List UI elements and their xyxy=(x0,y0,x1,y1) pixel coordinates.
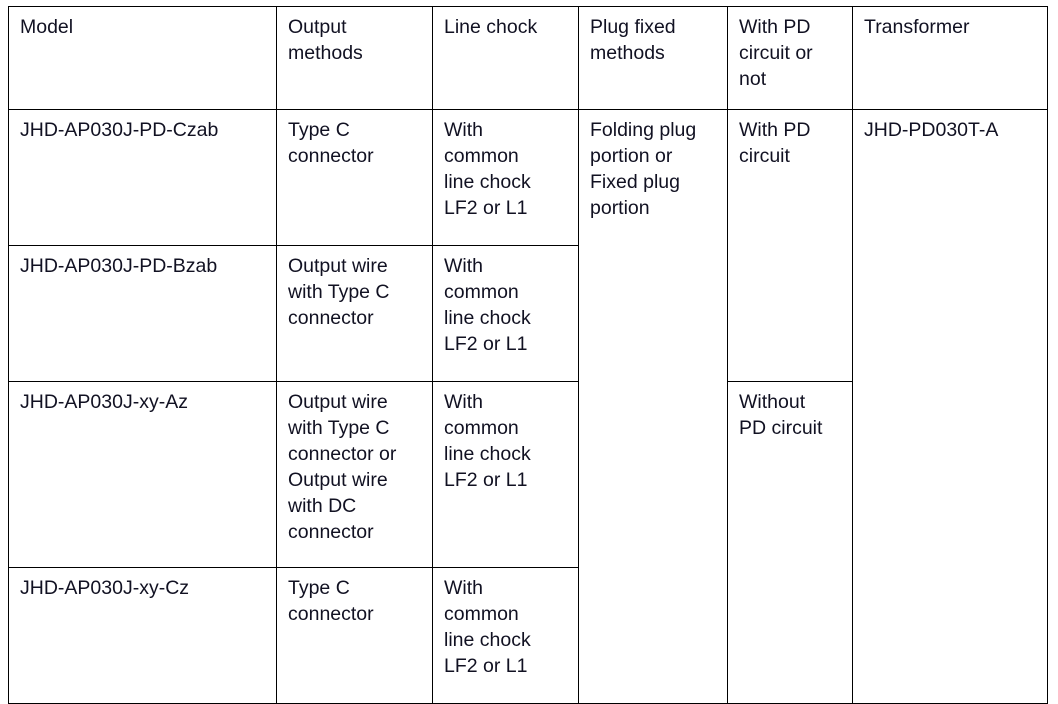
cell-model: JHD-AP030J-PD-Czab xyxy=(8,109,277,246)
header-label-plug-fixed-methods: Plug fixed methods xyxy=(590,16,676,64)
header-label-pd-circuit: With PD circuit or not xyxy=(739,16,813,90)
cell-model: JHD-AP030J-xy-Az xyxy=(8,381,277,568)
page-root: Model Output methods Line chock Plug fix… xyxy=(8,6,1048,704)
output-methods-value: Type C connector xyxy=(288,119,374,167)
cell-plug-fixed-methods: Folding plug portion or Fixed plug porti… xyxy=(578,109,728,704)
cell-transformer: JHD-PD030T-A xyxy=(852,109,1048,704)
line-chock-value: With common line chock LF2 or L1 xyxy=(444,391,531,491)
transformer-value: JHD-PD030T-A xyxy=(864,119,999,141)
header-label-model: Model xyxy=(20,16,74,38)
column-header-plug-fixed-methods: Plug fixed methods xyxy=(578,6,728,110)
pd-circuit-value: With PD circuit xyxy=(739,119,811,167)
model-value: JHD-AP030J-xy-Az xyxy=(20,391,188,413)
table-row: JHD-AP030J-PD-Bzab Output wire with Type… xyxy=(8,245,1048,382)
cell-output-methods: Type C connector xyxy=(276,109,433,246)
table-header-row: Model Output methods Line chock Plug fix… xyxy=(8,6,1048,110)
model-value: JHD-AP030J-xy-Cz xyxy=(20,577,190,599)
cell-pd-circuit-with: With PD circuit xyxy=(727,109,853,382)
table-row: JHD-AP030J-xy-Az Output wire with Type C… xyxy=(8,381,1048,704)
model-value: JHD-AP030J-PD-Czab xyxy=(20,119,219,141)
column-header-output-methods: Output methods xyxy=(276,6,433,110)
output-methods-value: Output wire with Type C connector or Out… xyxy=(288,391,397,543)
header-label-transformer: Transformer xyxy=(864,16,970,38)
column-header-model: Model xyxy=(8,6,277,110)
cell-model: JHD-AP030J-PD-Bzab xyxy=(8,245,277,382)
cell-line-chock: With common line chock LF2 or L1 xyxy=(432,109,579,246)
output-methods-value: Output wire with Type C connector xyxy=(288,255,390,329)
column-header-pd-circuit: With PD circuit or not xyxy=(727,6,853,110)
cell-line-chock: With common line chock LF2 or L1 xyxy=(432,245,579,382)
header-label-line-chock: Line chock xyxy=(444,16,538,38)
line-chock-value: With common line chock LF2 or L1 xyxy=(444,119,531,219)
header-label-output-methods: Output methods xyxy=(288,16,363,64)
model-value: JHD-AP030J-PD-Bzab xyxy=(20,255,218,277)
cell-pd-circuit-without: Without PD circuit xyxy=(727,381,853,704)
line-chock-value: With common line chock LF2 or L1 xyxy=(444,577,531,677)
pd-circuit-value: Without PD circuit xyxy=(739,391,823,439)
cell-line-chock: With common line chock LF2 or L1 xyxy=(432,381,579,568)
cell-line-chock: With common line chock LF2 or L1 xyxy=(432,567,579,704)
cell-output-methods: Type C connector xyxy=(276,567,433,704)
plug-fixed-methods-value: Folding plug portion or Fixed plug porti… xyxy=(590,119,697,219)
column-header-transformer: Transformer xyxy=(852,6,1048,110)
output-methods-value: Type C connector xyxy=(288,577,374,625)
table-row: JHD-AP030J-PD-Czab Type C connector With… xyxy=(8,109,1048,704)
line-chock-value: With common line chock LF2 or L1 xyxy=(444,255,531,355)
cell-output-methods: Output wire with Type C connector or Out… xyxy=(276,381,433,568)
column-header-line-chock: Line chock xyxy=(432,6,579,110)
cell-model: JHD-AP030J-xy-Cz xyxy=(8,567,277,704)
model-specification-table: Model Output methods Line chock Plug fix… xyxy=(8,6,1048,704)
cell-output-methods: Output wire with Type C connector xyxy=(276,245,433,382)
